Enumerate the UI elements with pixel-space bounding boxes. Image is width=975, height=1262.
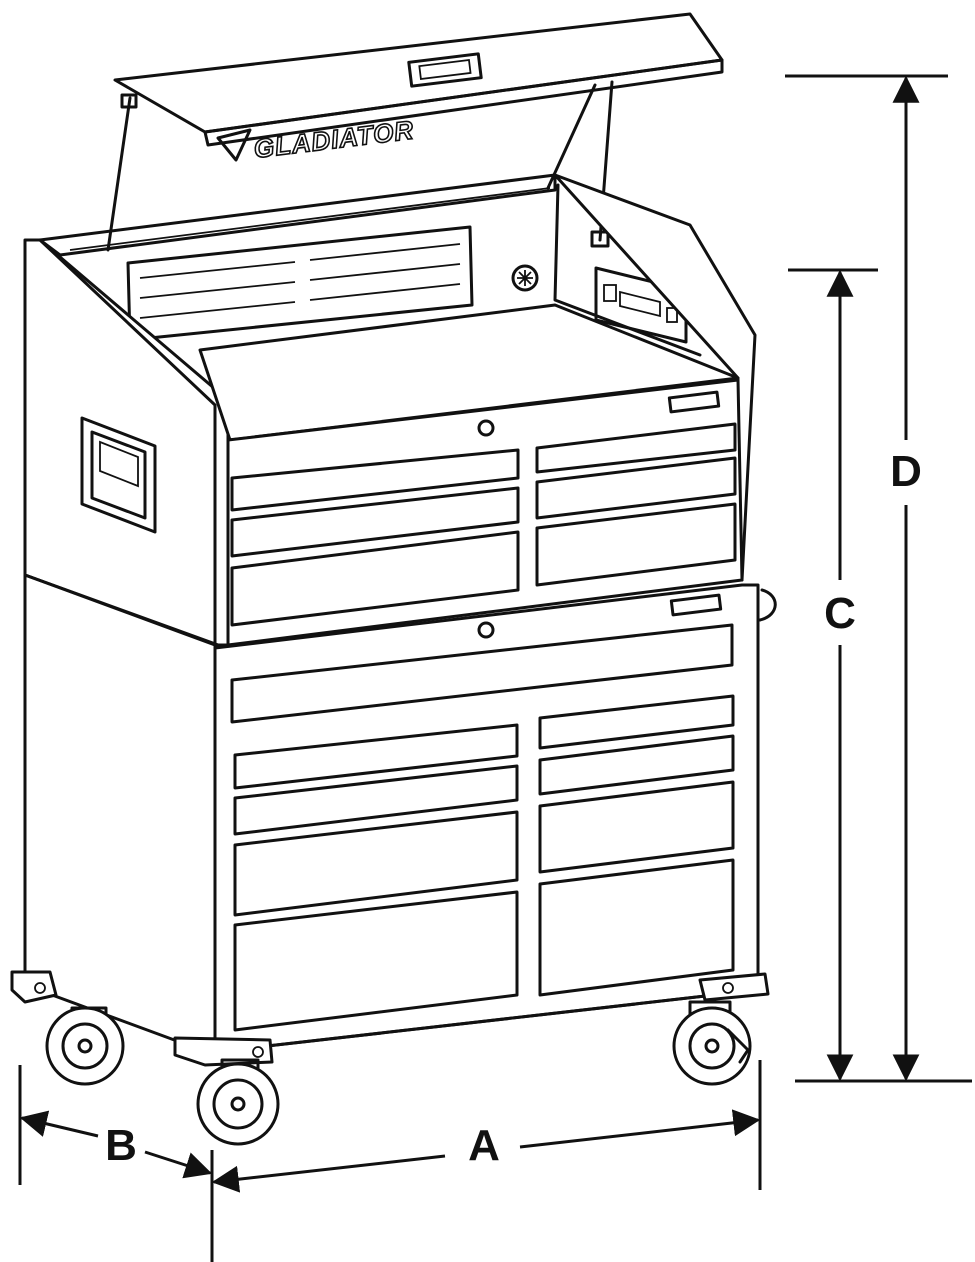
corner-bumper-front-right [698,972,770,1002]
dimension-lines: D C A B [18,74,972,1262]
drawer-top-right-1[interactable] [535,422,737,474]
drawer-bottom-right-3[interactable] [538,780,735,874]
lock-icon [477,419,495,437]
work-surface [198,303,740,442]
caster-front-right [672,1000,752,1086]
dimension-b-label: B [105,1121,137,1170]
drawer-top-left-1[interactable] [230,448,520,512]
lock-icon-2 [477,621,495,639]
drawer-top-left-2[interactable] [230,486,520,558]
dimension-d-label: D [890,447,922,496]
dimension-b-line-left [19,1110,99,1138]
drawer-top-right-3[interactable] [535,502,737,587]
drawer-bottom-wide[interactable] [230,623,734,724]
corner-bumper-rear-left [10,970,58,1004]
dimension-a-line-left [211,1154,446,1193]
bottom-cabinet [10,573,777,1146]
drawer-top-left-3[interactable] [230,530,520,627]
caster-rear-left [45,1006,125,1086]
drawer-bottom-right-1[interactable] [538,694,735,750]
top-chest-front [226,378,744,647]
dimension-a-line-right [519,1109,761,1149]
drawer-bottom-left-4[interactable] [233,890,519,1032]
drawer-top-right-2[interactable] [535,456,737,520]
drawer-bottom-left-3[interactable] [233,810,519,917]
dimension-b-line-right [144,1150,213,1179]
drawer-bottom-left-2[interactable] [233,764,519,836]
drawer-bottom-right-4[interactable] [538,858,735,997]
lid-strut-left [106,96,132,252]
drawer-bottom-left-1[interactable] [233,723,519,790]
cabinet-front [213,583,760,1054]
dimension-c-label: C [824,589,856,638]
caster-front-left [196,1058,280,1146]
top-chest: GLADIATOR [23,12,757,647]
power-outlet-icon [511,264,539,292]
dimension-a-label: A [468,1121,500,1170]
lid-strut-right [546,83,597,190]
drawer-bottom-right-2[interactable] [538,734,735,796]
side-handle-icon [80,416,157,534]
